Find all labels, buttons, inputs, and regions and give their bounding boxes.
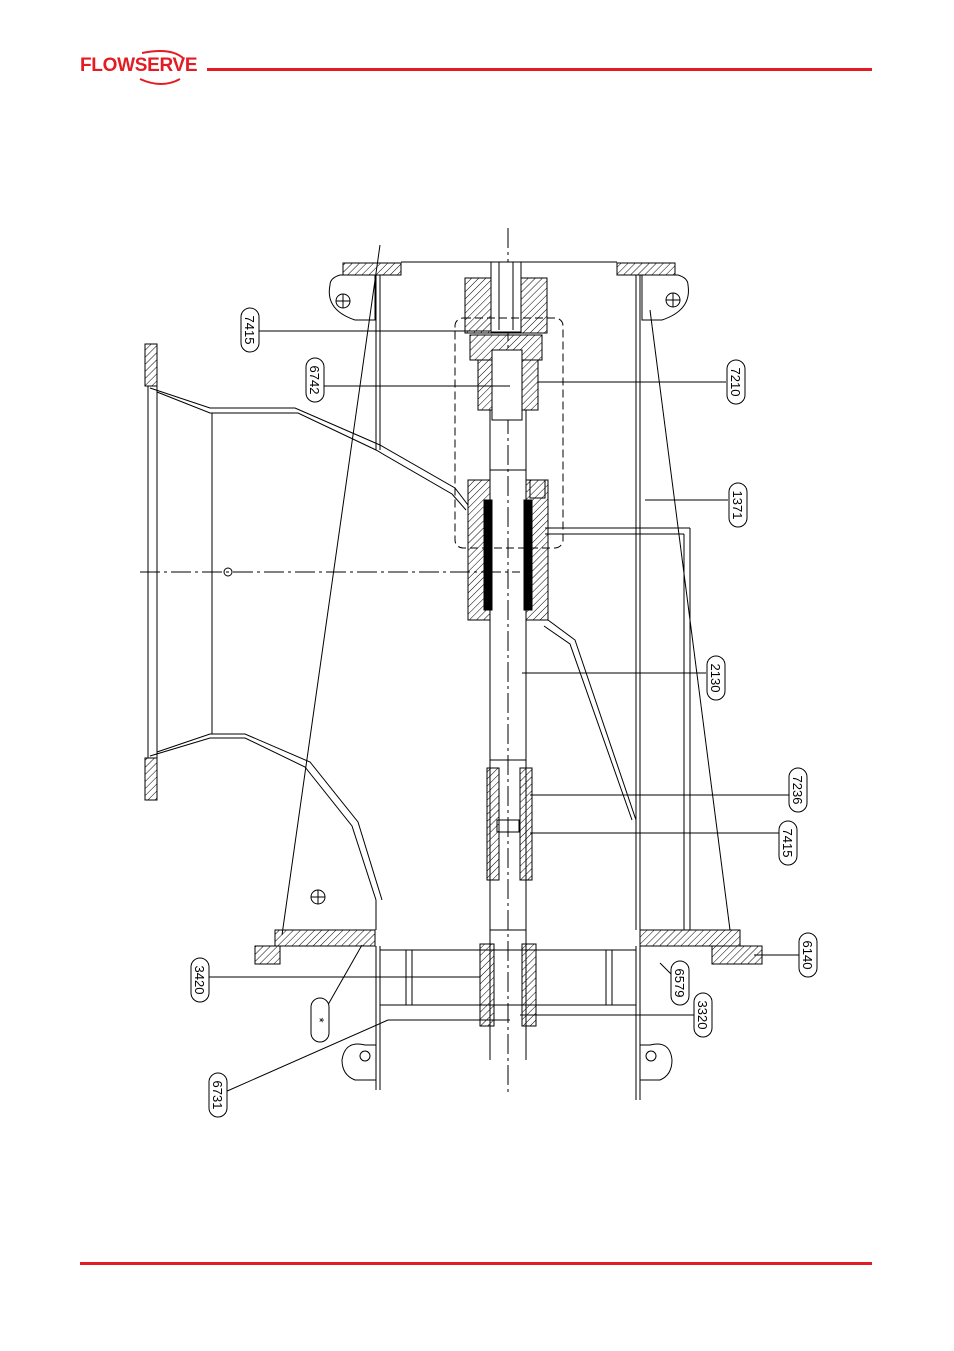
header-rule: [207, 68, 872, 71]
callout-6731: 6731: [210, 1081, 225, 1110]
logo-text: FLOWSERVE: [80, 55, 198, 76]
callout-6140: 6140: [800, 941, 815, 970]
callout-6579: 6579: [672, 969, 687, 998]
callout-7415-top: 7415: [242, 316, 257, 345]
callout-7415-bottom: 7415: [780, 829, 795, 858]
logo-swoosh-icon: [139, 50, 185, 85]
footer-rule: [80, 1262, 872, 1265]
callout-2130: 2130: [708, 664, 723, 693]
part-callouts: 7415 6742 7210 1371 2130 7236 7415 6140 …: [190, 307, 818, 1118]
callout-3320: 3320: [695, 1001, 710, 1030]
callout-1371: 1371: [730, 491, 745, 520]
callout-asterisk: *: [312, 1017, 327, 1022]
callout-3420: 3420: [192, 966, 207, 995]
flowserve-logo: FLOWSERVE: [80, 50, 198, 85]
callout-7210: 7210: [728, 368, 743, 397]
callout-6742: 6742: [307, 366, 322, 395]
callout-7236: 7236: [790, 776, 805, 805]
